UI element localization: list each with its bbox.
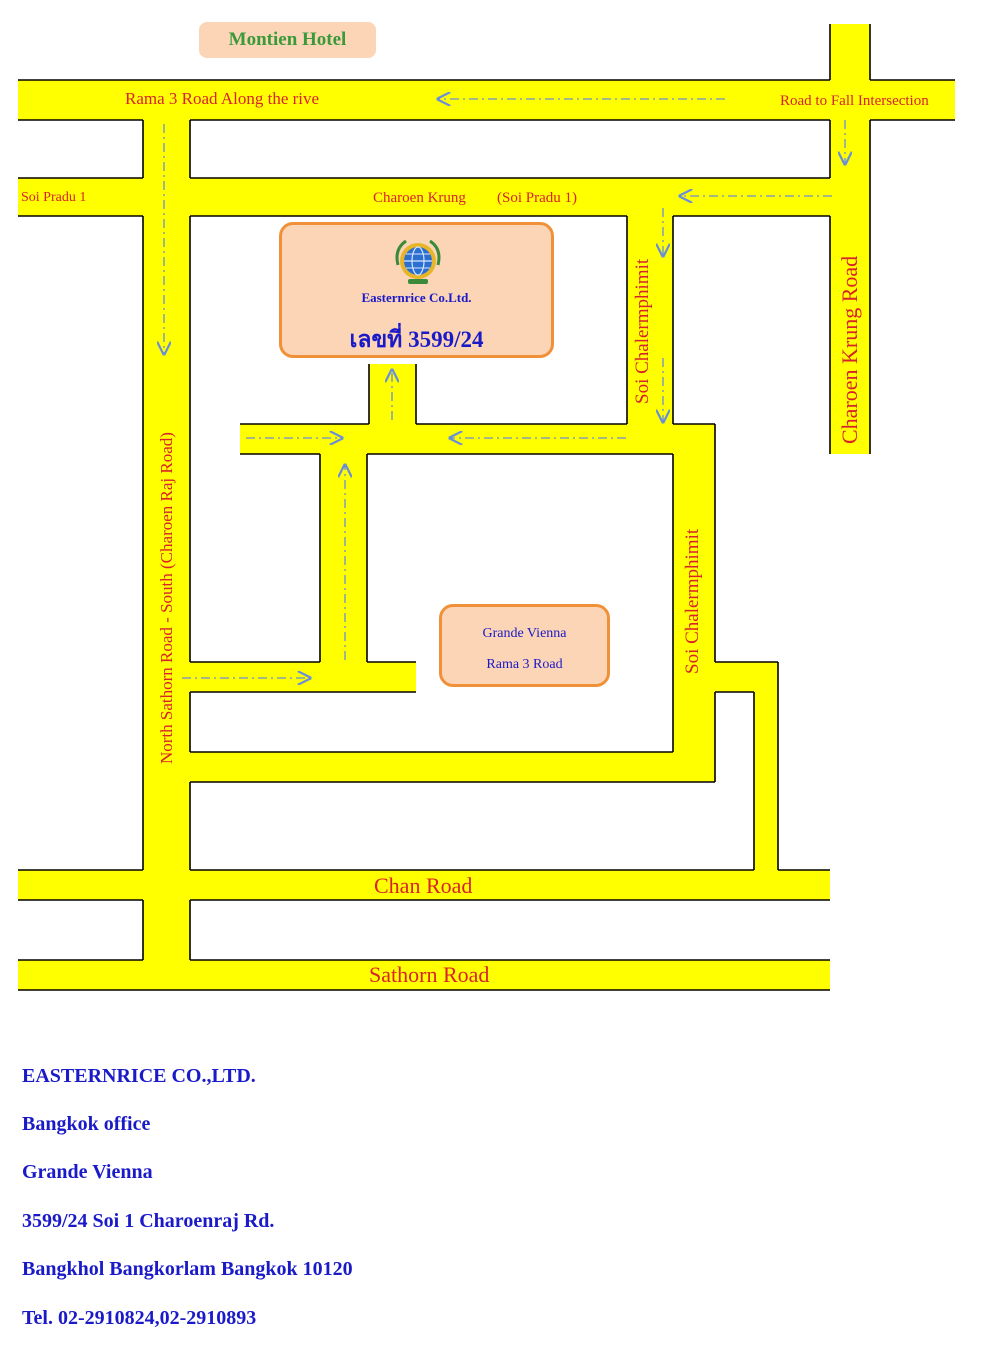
road-rama3 bbox=[18, 80, 955, 120]
label-charoen-krung: Charoen Krung bbox=[373, 190, 466, 206]
road-north-sathorn bbox=[143, 118, 190, 962]
globe-logo-icon bbox=[395, 239, 441, 284]
label-charoen-krung-soi: (Soi Pradu 1) bbox=[497, 190, 577, 206]
road-soi-chalermphimit-lower bbox=[673, 452, 715, 782]
label-soi-pradu: Soi Pradu 1 bbox=[21, 190, 87, 205]
road-network bbox=[18, 24, 955, 991]
road-inner-vertical bbox=[320, 452, 367, 662]
contact-tel: Tel. 02-2910824,02-2910893 bbox=[22, 1307, 257, 1329]
label-chan-road: Chan Road bbox=[374, 873, 473, 898]
label-north-sathorn: North Sathorn Road - South (Charoen Raj … bbox=[157, 432, 176, 764]
label-rama3: Rama 3 Road Along the rive bbox=[125, 89, 320, 108]
company-number: เลขที่ 3599/24 bbox=[349, 327, 484, 352]
contact-address1: 3599/24 Soi 1 Charoenraj Rd. bbox=[22, 1210, 275, 1232]
contact-company: EASTERNRICE CO.,LTD. bbox=[22, 1065, 256, 1087]
company-box: Easternrice Co.Ltd. เลขที่ 3599/24 bbox=[279, 222, 554, 358]
road-to-vienna bbox=[188, 662, 416, 692]
grande-vienna-box: Grande Vienna Rama 3 Road bbox=[439, 604, 610, 687]
road-map: Montien Hotel Rama 3 Road Along the rive… bbox=[18, 22, 955, 991]
contact-address2: Bangkhol Bangkorlam Bangkok 10120 bbox=[22, 1258, 353, 1280]
road-lower-connector bbox=[188, 752, 715, 782]
company-name: Easternrice Co.Ltd. bbox=[361, 290, 472, 305]
road-right-branch-vertical bbox=[754, 662, 778, 872]
label-soi-chalermphimit-upper: Soi Chalermphimit bbox=[632, 258, 653, 404]
label-soi-chalermphimit-lower: Soi Chalermphimit bbox=[682, 528, 703, 674]
vienna-line1: Grande Vienna bbox=[482, 626, 567, 641]
montien-hotel-label: Montien Hotel bbox=[199, 22, 376, 58]
road-charoen-krung-vertical bbox=[830, 24, 870, 454]
label-fall-intersection: Road to Fall Intersection bbox=[780, 93, 929, 109]
road-small-soi bbox=[240, 424, 715, 454]
landmark-text: Montien Hotel bbox=[228, 29, 347, 50]
contact-building: Grande Vienna bbox=[22, 1161, 153, 1183]
road-sathorn bbox=[18, 960, 830, 990]
contact-office: Bangkok office bbox=[22, 1113, 151, 1135]
label-charoen-krung-road: Charoen Krung Road bbox=[837, 255, 862, 444]
label-sathorn-road: Sathorn Road bbox=[369, 962, 490, 987]
vienna-line2: Rama 3 Road bbox=[486, 657, 563, 672]
